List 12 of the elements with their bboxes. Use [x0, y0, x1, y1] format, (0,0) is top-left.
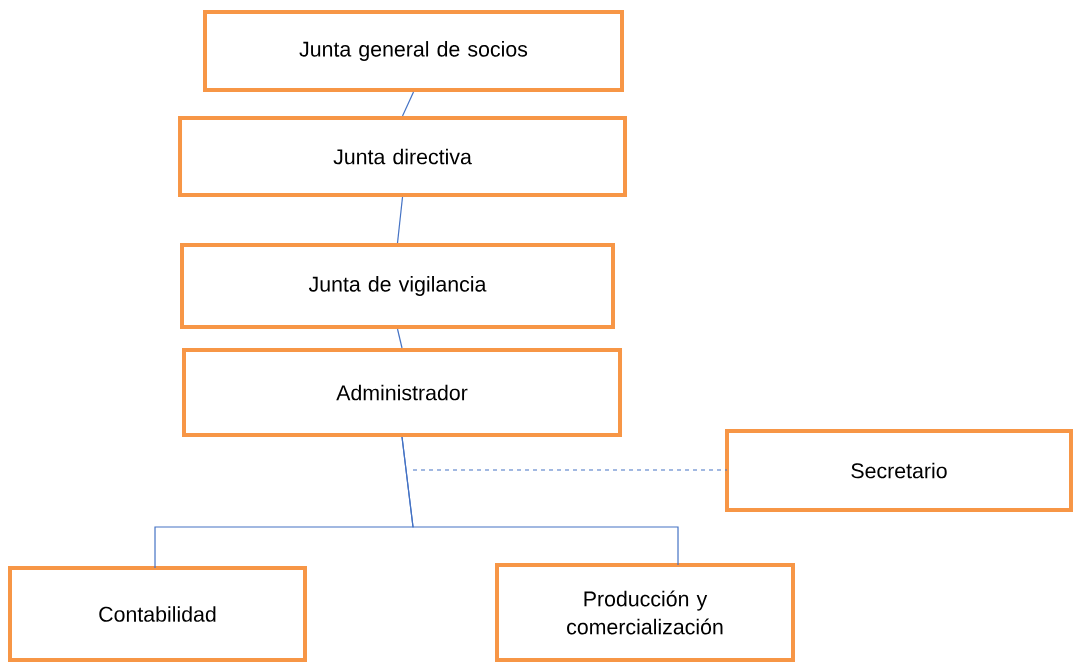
- connector-line: [401, 436, 679, 566]
- org-box: Administrador: [182, 348, 622, 437]
- org-box: Contabilidad: [8, 566, 307, 662]
- org-box: Secretario: [725, 429, 1073, 512]
- org-box: Junta general de socios: [203, 10, 624, 92]
- connector-line: [396, 196, 404, 244]
- org-box: Junta directiva: [178, 116, 627, 197]
- org-box: Producción y comercialización: [495, 563, 795, 662]
- connector-line: [401, 91, 415, 117]
- connector-line: [412, 469, 728, 471]
- connector-line: [396, 328, 403, 349]
- org-box: Junta de vigilancia: [180, 243, 615, 329]
